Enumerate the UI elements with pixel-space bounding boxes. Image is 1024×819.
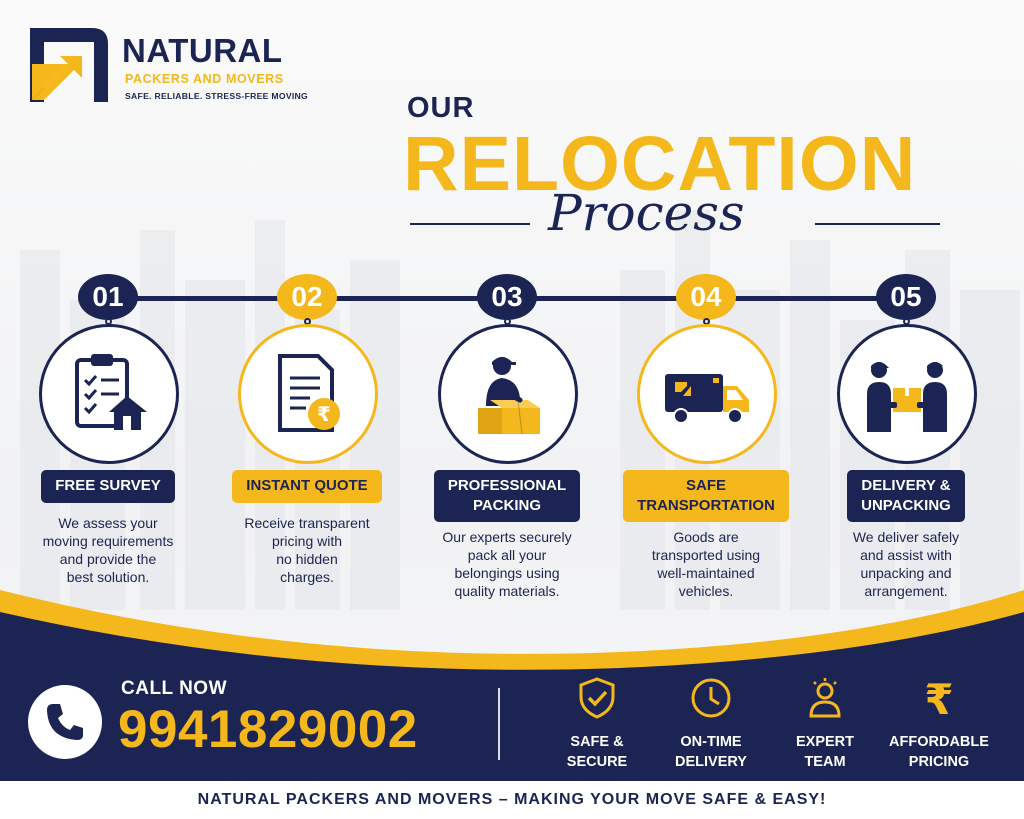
feature-line: AFFORDABLE	[889, 734, 989, 750]
feature-on-time-delivery: ON-TIME DELIVERY	[646, 674, 776, 772]
desc-line: well-maintained	[657, 565, 755, 581]
step-professional-packing: 03 PROFESSIONAL PACKING Our experts secu…	[407, 274, 607, 604]
call-now-label: CALL NOW	[121, 678, 228, 699]
phone-icon	[47, 704, 83, 740]
step-title: SAFE TRANSPORTATION	[606, 470, 806, 522]
phone-number[interactable]: 9941829002	[118, 700, 418, 759]
feature-line: SECURE	[566, 754, 628, 770]
step-title-line: DELIVERY &	[861, 477, 951, 494]
step-description: Our experts securely pack all your belon…	[407, 528, 607, 600]
desc-line: no hidden	[276, 551, 338, 567]
desc-line: transported using	[651, 547, 761, 563]
step-delivery-unpacking: 05 DELIVERY & UNPACKING We del	[806, 274, 1006, 604]
expert-team-icon	[809, 678, 841, 718]
step-number: 03	[477, 274, 537, 320]
desc-line: belongings using	[454, 565, 560, 581]
bottom-band	[0, 590, 1024, 819]
step-free-survey: 01 FREE SURVEY We assess your moving req…	[8, 274, 208, 604]
heading-relocation: RELOCATION	[403, 121, 917, 207]
feature-line: ON-TIME	[680, 734, 742, 750]
step-icon-circle	[438, 324, 578, 464]
rupee-document-icon: ₹	[278, 354, 340, 432]
feature-safe-secure: SAFE & SECURE	[532, 674, 662, 772]
step-safe-transportation: 04 SAFE TRANSPORTATION Goods are transpo…	[606, 274, 806, 604]
truck-icon	[665, 374, 749, 424]
step-title: PROFESSIONAL PACKING	[407, 470, 607, 522]
step-number: 01	[78, 274, 138, 320]
step-description: We assess your moving requirements and p…	[8, 514, 208, 586]
desc-line: Our experts securely	[442, 529, 572, 545]
desc-line: and assist with	[860, 547, 952, 563]
feature-line: PRICING	[908, 754, 970, 770]
desc-line: and provide the	[59, 551, 157, 567]
desc-line: unpacking and	[860, 565, 952, 581]
step-icon-circle	[837, 324, 977, 464]
step-title-line: PROFESSIONAL	[447, 477, 567, 494]
feature-line: SAFE &	[570, 734, 624, 750]
phone-icon-circle[interactable]	[28, 685, 102, 759]
footer-slogan: NATURAL PACKERS AND MOVERS – MAKING YOUR…	[0, 781, 1024, 819]
clock-icon	[691, 678, 731, 718]
desc-line: quality materials.	[454, 583, 560, 599]
desc-line: pricing with	[271, 533, 343, 549]
step-description: Goods are transported using well-maintai…	[606, 528, 806, 600]
heading-our: OUR	[407, 92, 475, 124]
brand-logo: NATURAL PACKERS AND MOVERS SAFE. RELIABL…	[30, 28, 330, 108]
desc-line: Receive transparent	[244, 515, 370, 531]
feature-line: EXPERT	[795, 734, 854, 750]
step-title-line: FREE SURVEY	[55, 477, 161, 494]
desc-line: Goods are	[673, 529, 739, 545]
brand-subtitle: PACKERS AND MOVERS	[125, 72, 284, 86]
step-icon-circle	[637, 324, 777, 464]
step-title: FREE SURVEY	[8, 470, 208, 503]
heading-process: Process	[548, 184, 745, 242]
clipboard-house-icon	[75, 354, 147, 430]
step-title-line: UNPACKING	[861, 496, 951, 514]
feature-line: TEAM	[804, 754, 846, 770]
step-description: We deliver safely and assist with unpack…	[806, 528, 1006, 600]
packer-box-icon	[478, 357, 540, 435]
step-title-line: PACKING	[472, 496, 542, 514]
desc-line: charges.	[280, 569, 334, 585]
desc-line: best solution.	[66, 569, 150, 585]
step-title-line: INSTANT QUOTE	[246, 477, 368, 494]
step-title: DELIVERY & UNPACKING	[806, 470, 1006, 522]
logo-mark-icon	[30, 28, 108, 102]
step-title-line: SAFE	[685, 477, 726, 494]
desc-line: moving requirements	[42, 533, 174, 549]
handover-box-icon	[867, 362, 947, 432]
step-icon-circle: ₹	[238, 324, 378, 464]
feature-expert-team: EXPERT TEAM	[760, 674, 890, 772]
step-description: Receive transparent pricing with no hidd…	[207, 514, 407, 586]
shield-check-icon	[579, 677, 615, 719]
desc-line: pack all your	[467, 547, 547, 563]
step-number: 02	[277, 274, 337, 320]
desc-line: vehicles.	[678, 583, 734, 599]
step-title: INSTANT QUOTE	[207, 470, 407, 503]
heading-rule-left	[410, 223, 530, 225]
svg-text:₹: ₹	[317, 402, 331, 426]
step-number: 05	[876, 274, 936, 320]
band-divider	[498, 688, 500, 760]
brand-tagline: SAFE. RELIABLE. STRESS-FREE MOVING	[125, 91, 309, 101]
brand-name: NATURAL	[122, 32, 283, 69]
step-title-line: TRANSPORTATION	[637, 496, 775, 514]
feature-line: DELIVERY	[675, 754, 747, 770]
svg-text:₹: ₹	[924, 676, 953, 720]
rupee-icon: ₹	[924, 676, 953, 720]
heading-rule-right	[815, 223, 940, 225]
step-number: 04	[676, 274, 736, 320]
desc-line: We deliver safely	[852, 529, 960, 545]
step-icon-circle	[39, 324, 179, 464]
step-instant-quote: 02 ₹ INSTANT QUOTE Receive transparent p…	[207, 274, 407, 604]
desc-line: arrangement.	[864, 583, 948, 599]
feature-affordable-pricing: ₹ AFFORDABLE PRICING	[874, 674, 1004, 772]
desc-line: We assess your	[58, 515, 158, 531]
